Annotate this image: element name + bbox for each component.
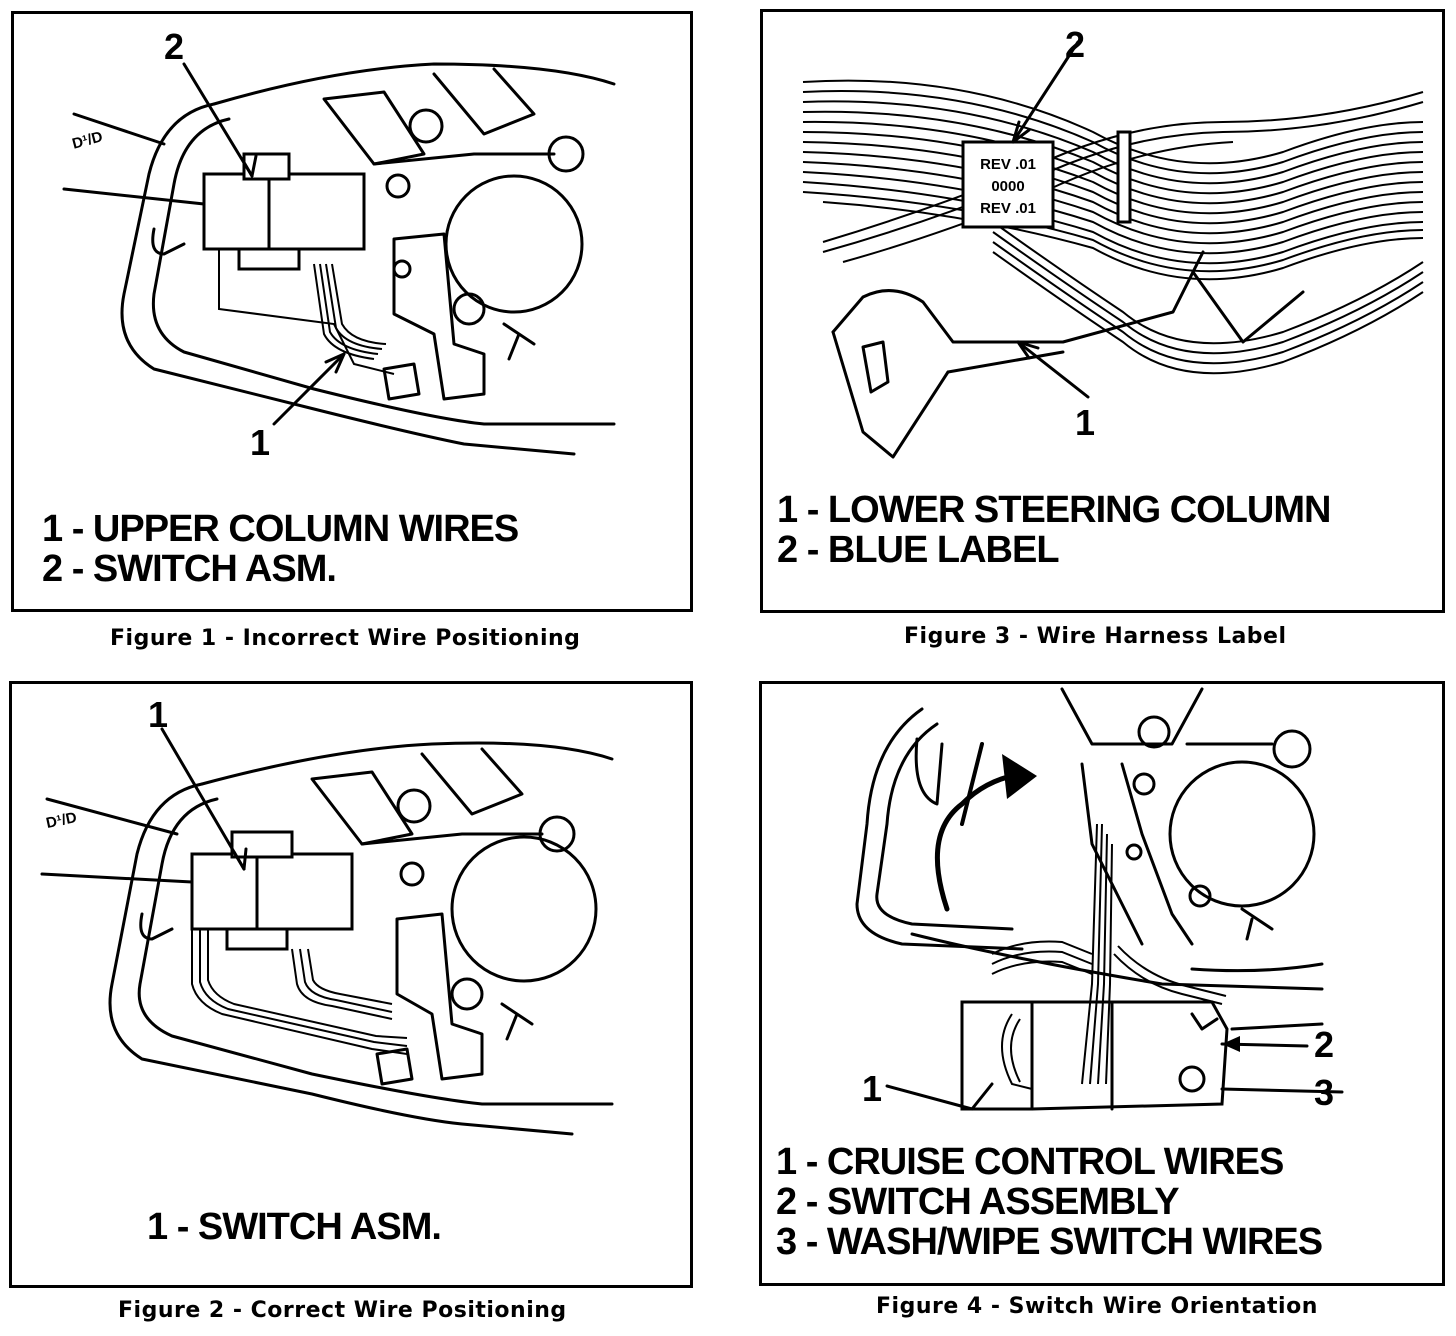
- legend-item: 1 - SWITCH ASM.: [147, 1206, 442, 1248]
- figure-4-callout-1: 1: [862, 1068, 883, 1109]
- label-text: REV .01: [980, 200, 1036, 217]
- legend-item: 1 - UPPER COLUMN WIRES: [42, 508, 519, 550]
- figure-3-illustration: [802, 40, 1424, 459]
- figure-3-callout-2: 2: [1065, 24, 1086, 65]
- figure-4-callout-3: 3: [1314, 1072, 1335, 1113]
- figure-4-callout-2: 2: [1314, 1024, 1335, 1065]
- figure-2-illustration: [40, 727, 614, 1136]
- figure-1-legend: 1 - UPPER COLUMN WIRES 2 - SWITCH ASM.: [42, 508, 519, 590]
- figure-3-panel: 2 1 REV .01 0000 REV .01 1 - LOWER STEER…: [760, 9, 1445, 613]
- legend-item: 2 - BLUE LABEL: [777, 529, 1060, 571]
- figure-4-legend: 1 - CRUISE CONTROL WIRES 2 - SWITCH ASSE…: [776, 1141, 1323, 1263]
- label-text: 0000: [991, 178, 1025, 195]
- figure-2-panel: 1 D¹/D 1 - SWITCH ASM.: [9, 681, 693, 1288]
- figure-1-callout-1: 1: [250, 422, 271, 463]
- legend-item: 3 - WASH/WIPE SWITCH WIRES: [776, 1221, 1323, 1263]
- figure-1-panel: 2 1 D¹/D 1 - UPPER COLUMN WIRES 2 - SWIT…: [11, 11, 693, 612]
- figure-3-caption: Figure 3 - Wire Harness Label: [904, 624, 1287, 649]
- label-text: REV .01: [980, 156, 1036, 173]
- legend-item: 1 - LOWER STEERING COLUMN: [777, 489, 1331, 531]
- figure-4-illustration: [855, 687, 1344, 1111]
- figure-4-caption: Figure 4 - Switch Wire Orientation: [876, 1294, 1318, 1319]
- figure-2-legend: 1 - SWITCH ASM.: [147, 1206, 442, 1248]
- figure-3-legend: 1 - LOWER STEERING COLUMN 2 - BLUE LABEL: [777, 489, 1331, 571]
- legend-item: 2 - SWITCH ASM.: [42, 548, 337, 590]
- figure-1-caption: Figure 1 - Incorrect Wire Positioning: [110, 626, 581, 651]
- figure-2-callout-1: 1: [148, 694, 169, 735]
- legend-item: 1 - CRUISE CONTROL WIRES: [776, 1141, 1284, 1183]
- figure-2-caption: Figure 2 - Correct Wire Positioning: [118, 1298, 567, 1323]
- figure-4-panel: 1 2 3 1 - CRUISE CONTROL WIRES 2 - SWITC…: [759, 681, 1445, 1286]
- legend-item: 2 - SWITCH ASSEMBLY: [776, 1181, 1180, 1223]
- figure-1-callout-2: 2: [164, 26, 185, 67]
- blue-label: REV .01 0000 REV .01: [963, 154, 1053, 220]
- figure-3-callout-1: 1: [1075, 402, 1096, 443]
- figure-1-illustration: [62, 62, 616, 456]
